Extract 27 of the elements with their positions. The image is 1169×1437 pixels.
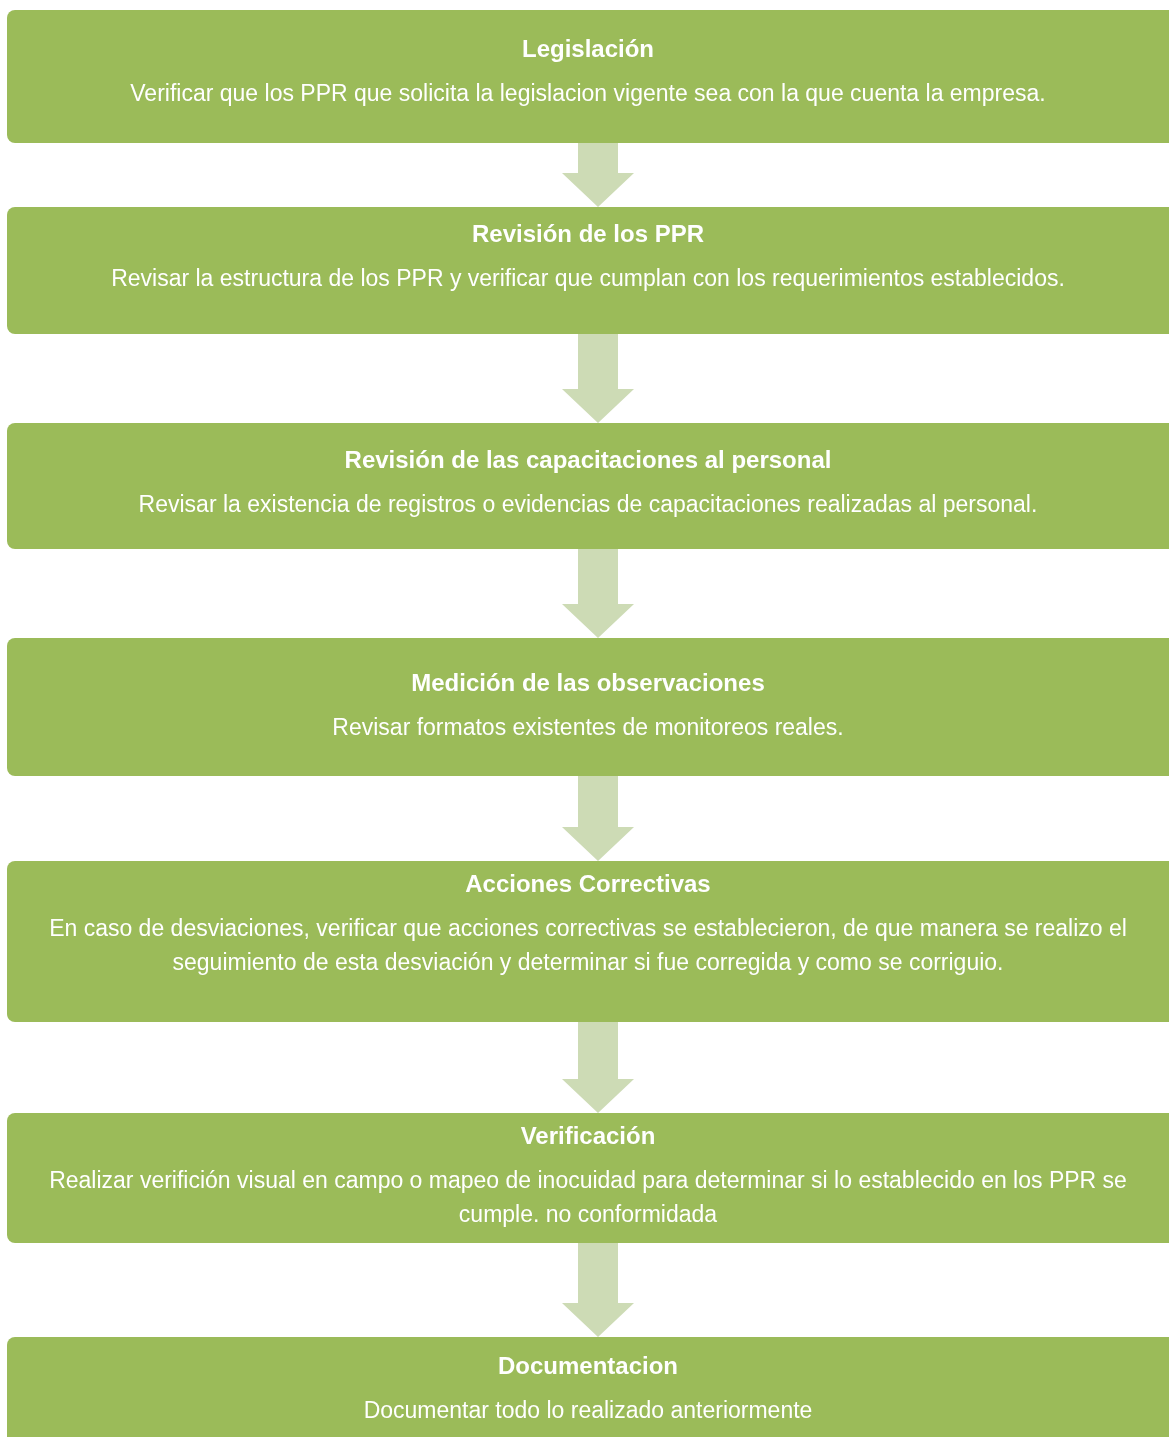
- step-heading: Revisión de los PPR: [471, 219, 705, 249]
- step-heading: Verificación: [520, 1121, 656, 1151]
- step-description: Revisar formatos existentes de monitoreos reales.: [332, 713, 844, 742]
- process-box: [7, 1337, 1169, 1437]
- block-arrow: [562, 1022, 634, 1113]
- step-description: Documentar todo lo realizado anteriormente: [363, 1396, 813, 1425]
- step-heading: Acciones Correctivas: [465, 869, 711, 899]
- block-arrow: [562, 334, 634, 423]
- block-arrow: [562, 1243, 634, 1337]
- block-arrow: [562, 143, 634, 207]
- step-heading: Medición de las observaciones: [411, 668, 765, 698]
- step-heading: Legislación: [521, 34, 654, 64]
- process-box: [7, 638, 1169, 776]
- block-arrow: [562, 776, 634, 861]
- process-box: [7, 207, 1169, 334]
- process-box: [7, 1113, 1169, 1243]
- step-description: Verificar que los PPR que solicita la legislacion vigente sea con la que cuenta la empresa.: [130, 79, 1046, 108]
- step-description: Realizar verifición visual en campo o mapeo de inocuidad para determinar si lo establecido en los PPR se cumple. no conformidada: [48, 1166, 1128, 1229]
- step-heading: Revisión de las capacitaciones al personal: [344, 445, 832, 475]
- block-arrow: [562, 549, 634, 638]
- step-heading: Documentacion: [498, 1351, 678, 1381]
- step-description: Revisar la existencia de registros o evidencias de capacitaciones realizadas al personal.: [138, 490, 1038, 519]
- process-box: [7, 10, 1169, 143]
- step-description: En caso de desviaciones, verificar que acciones correctivas se establecieron, de que manera se realizo el seguimiento de esta desviación y determinar si fue corregida y como se corriguio.: [48, 914, 1128, 977]
- process-box: [7, 861, 1169, 1022]
- step-description: Revisar la estructura de los PPR y verificar que cumplan con los requerimientos establecidos.: [111, 264, 1065, 293]
- process-box: [7, 423, 1169, 549]
